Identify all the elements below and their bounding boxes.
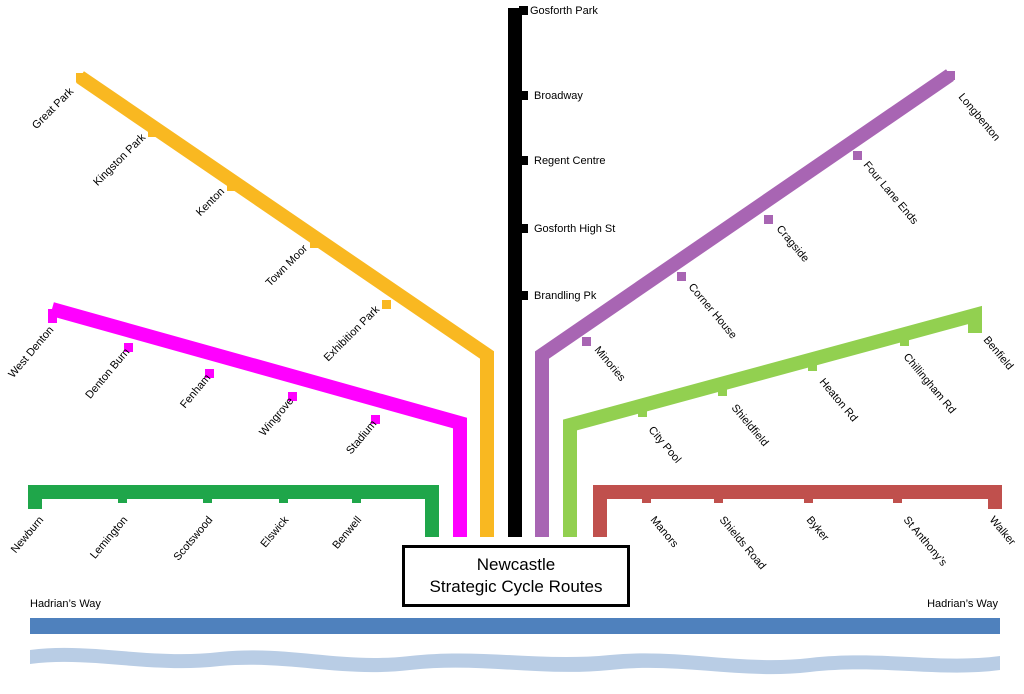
station-label-heaton-rd: Heaton Rd xyxy=(817,376,860,424)
station-marker-east-0 xyxy=(900,337,909,346)
station-marker-riverside-east-2 xyxy=(714,494,723,503)
station-label-benfield: Benfield xyxy=(981,334,1016,372)
station-label-great-park: Great Park xyxy=(30,85,76,131)
station-marker-west-3 xyxy=(288,392,297,401)
station-marker-west-1 xyxy=(124,343,133,352)
station-label-fenham: Fenham xyxy=(178,372,213,411)
station-label-shields-road: Shields Road xyxy=(717,514,768,572)
route-line-riverside-west xyxy=(28,485,439,537)
station-marker-riverside-west-1 xyxy=(203,494,212,503)
map-title-line-2: Strategic Cycle Routes xyxy=(429,577,603,596)
station-marker-riverside-east-0 xyxy=(893,494,902,503)
station-marker-east-3 xyxy=(638,408,647,417)
station-label-town-moor: Town Moor xyxy=(264,242,311,289)
station-label-kenton: Kenton xyxy=(194,186,227,219)
route-line-east xyxy=(563,305,982,537)
station-marker-west-0 xyxy=(48,309,57,323)
station-label-denton-burn: Denton Burn xyxy=(83,346,132,401)
station-label-manors: Manors xyxy=(648,514,681,550)
station-marker-riverside-east-3 xyxy=(642,494,651,503)
station-label-st-anthony-s: St Anthony’s xyxy=(901,514,950,569)
station-label-four-lane-ends: Four Lane Ends xyxy=(861,159,921,227)
station-label-gosforth-high-st: Gosforth High St xyxy=(534,223,615,235)
station-label-walker: Walker xyxy=(987,514,1018,548)
station-marker-riverside-west-3 xyxy=(352,494,361,503)
station-label-chillingham-rd: Chillingham Rd xyxy=(901,351,958,416)
station-marker-northeast-3 xyxy=(677,272,686,281)
hadrians-way-path xyxy=(30,618,1000,634)
route-line-northwest xyxy=(76,71,494,537)
station-label-minories: Minories xyxy=(592,344,628,384)
station-marker-north-4 xyxy=(519,291,528,300)
route-line-northeast xyxy=(535,69,954,537)
station-label-stadium: Stadium xyxy=(344,418,379,457)
river-tyne xyxy=(30,647,1000,675)
station-label-regent-centre: Regent Centre xyxy=(534,155,606,167)
station-marker-west-4 xyxy=(371,415,380,424)
station-marker-northeast-0 xyxy=(946,71,955,80)
station-marker-north-2 xyxy=(519,156,528,165)
station-marker-northwest-4 xyxy=(382,300,391,309)
station-marker-riverside-west-0 xyxy=(118,494,127,503)
station-label-broadway: Broadway xyxy=(534,90,583,102)
station-label-brandling-pk: Brandling Pk xyxy=(534,290,597,302)
station-marker-northwest-3 xyxy=(310,239,319,248)
station-label-city-pool: City Pool xyxy=(646,424,683,465)
station-marker-northeast-2 xyxy=(764,215,773,224)
station-label-kingston-park: Kingston Park xyxy=(91,131,148,188)
station-marker-northwest-2 xyxy=(227,182,236,191)
station-marker-northwest-1 xyxy=(148,128,157,137)
station-label-byker: Byker xyxy=(804,514,831,544)
station-label-newburn: Newburn xyxy=(9,514,46,555)
station-marker-riverside-east-1 xyxy=(804,494,813,503)
station-label-elswick: Elswick xyxy=(259,514,292,550)
station-marker-west-2 xyxy=(205,369,214,378)
station-label-benwell: Benwell xyxy=(330,514,364,551)
route-east: Benfield Chillingham Rd Heaton Rd Shieldfie… xyxy=(563,305,1016,537)
hadrians-way-left-label: Hadrian’s Way xyxy=(30,598,101,610)
route-riverside-east: Walker St Anthony’s Byker Shields Road Manor… xyxy=(593,485,1018,572)
station-marker-north-0 xyxy=(519,6,528,15)
station-label-gosforth-park: Gosforth Park xyxy=(530,5,598,17)
station-label-exhibition-park: Exhibition Park xyxy=(322,303,383,364)
station-marker-northeast-4 xyxy=(582,337,591,346)
station-marker-east-2 xyxy=(718,387,727,396)
station-marker-east-1 xyxy=(808,362,817,371)
route-line-riverside-east xyxy=(593,485,1002,537)
route-riverside-west: Newburn Lemington Scotswood Elswick Benwell xyxy=(9,485,439,563)
station-label-longbenton: Longbenton xyxy=(956,91,1003,143)
station-label-wingrove: Wingrove xyxy=(257,395,296,438)
route-line-west xyxy=(50,302,467,537)
map-title-line-1: Newcastle xyxy=(476,555,556,574)
station-marker-riverside-west-2 xyxy=(279,494,288,503)
station-label-scotswood: Scotswood xyxy=(172,514,216,563)
station-marker-north-3 xyxy=(519,224,528,233)
station-label-shieldfield: Shieldfield xyxy=(729,402,771,449)
station-label-lemington: Lemington xyxy=(88,514,130,561)
station-label-cragside: Cragside xyxy=(774,223,811,264)
station-marker-northwest-0 xyxy=(76,73,85,82)
station-label-corner-house: Corner House xyxy=(686,281,739,341)
map-title-box: Newcastle Strategic Cycle Routes xyxy=(402,545,630,607)
station-label-west-denton: West Denton xyxy=(6,324,56,380)
station-marker-north-1 xyxy=(519,91,528,100)
hadrians-way-right-label: Hadrian’s Way xyxy=(927,598,998,610)
station-marker-northeast-1 xyxy=(853,151,862,160)
